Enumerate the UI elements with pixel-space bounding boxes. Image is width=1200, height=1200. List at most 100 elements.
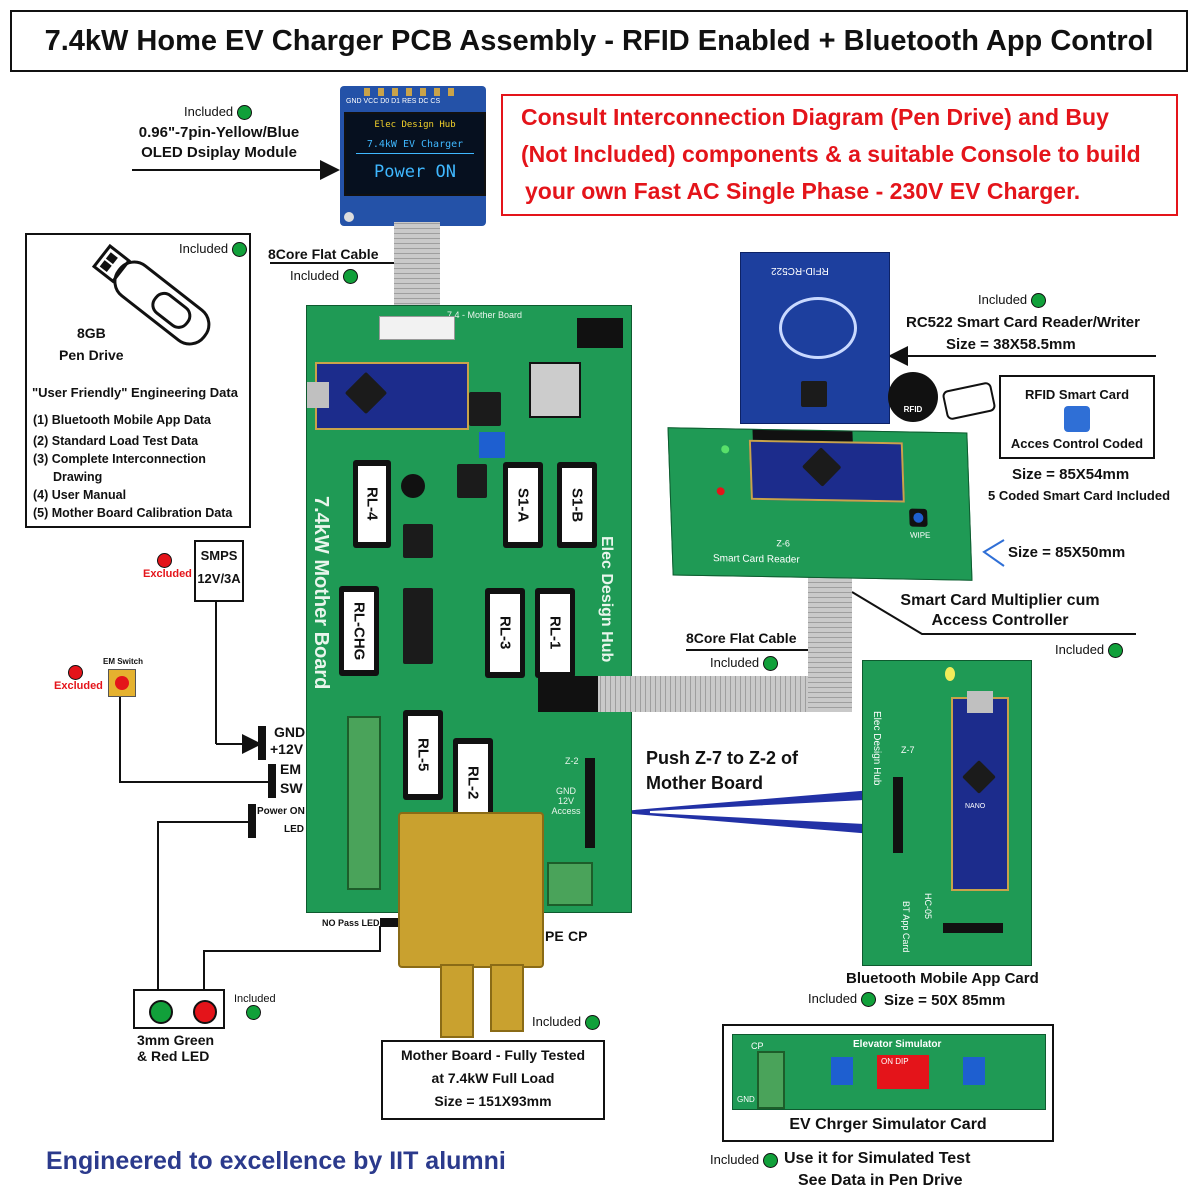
rfid-badge-text: RFID	[903, 405, 923, 414]
relay-label: RL-3	[490, 594, 520, 672]
excluded-dot	[157, 553, 172, 568]
pen-drive-size: 8GB	[77, 325, 106, 341]
excluded-text: Excluded	[143, 568, 192, 580]
smps-box: SMPS 12V/3A	[194, 540, 244, 602]
sw-label: SW	[280, 780, 303, 796]
included-text: Included	[532, 1014, 582, 1029]
rfid-antenna-icon	[779, 297, 857, 359]
smps-rating: 12V/3A	[197, 571, 241, 586]
led-included: Included	[234, 993, 276, 1020]
mb-contactor-lug-2	[490, 964, 524, 1032]
mb-contactor	[398, 812, 544, 968]
pen-drive-item: (4) User Manual	[33, 488, 127, 502]
rfid-card-box: RFID Smart Card Acces Control Coded	[999, 375, 1155, 459]
top-cable-label: 8Core Flat Cable	[268, 246, 378, 262]
included-dot	[343, 269, 359, 285]
top-cable-title: 8Core Flat Cable	[268, 246, 379, 262]
multiplier-header	[752, 429, 853, 442]
power-on-label: Power ON	[257, 806, 305, 817]
multiplier-pcb: WIPE Smart Card Reader Z-6	[667, 427, 973, 581]
oled-label-line2: OLED Dsiplay Module	[141, 144, 297, 161]
mid-cable-label: 8Core Flat Cable	[686, 630, 797, 646]
led-label: LED	[284, 824, 304, 835]
mb-top-silk: 7.4 - Mother Board	[447, 310, 523, 320]
multiplier-label-line1: Smart Card Multiplier cum	[900, 592, 1100, 609]
top-flat-cable	[394, 222, 440, 318]
sim-dip-text: ON DIP	[881, 1057, 909, 1066]
pen-drive-item: (5) Mother Board Calibration Data	[33, 506, 233, 520]
smps-excluded: Excluded	[143, 553, 192, 580]
led-box	[133, 989, 225, 1029]
oled-screen-line2: 7.4kW EV Charger	[366, 139, 464, 150]
mb-relay-rl4: RL-4	[353, 460, 391, 548]
included-dot	[232, 242, 248, 258]
bt-nano-text: NANO	[965, 803, 986, 810]
relay-label: S1-B	[562, 468, 592, 542]
sim-gnd: GND	[737, 1095, 755, 1104]
usb-drive-icon	[91, 243, 211, 346]
mid-cable-plug-1	[538, 676, 598, 712]
oled-label-line1: 0.96"-7pin-Yellow/Blue	[138, 124, 300, 141]
mb-ic-1	[469, 392, 501, 426]
v12-label: +12V	[270, 741, 304, 757]
sim-use: Use it for Simulated Test See Data in Pe…	[784, 1150, 970, 1190]
included-text: Included	[184, 104, 234, 119]
multiplier-wipe: WIPE	[909, 530, 931, 540]
sim-cp: CP	[751, 1041, 764, 1051]
mb-included: Included	[532, 1014, 601, 1031]
gnd-label: GND	[274, 724, 306, 740]
oled-holes	[344, 212, 354, 222]
red-led	[193, 1000, 217, 1024]
oled-screen: Elec Design Hub 7.4kW EV Charger Power O…	[344, 112, 486, 196]
sim-terminal	[757, 1051, 785, 1109]
included-text: Included	[978, 292, 1028, 307]
mb-relay-s1b: S1-B	[557, 462, 597, 548]
pen-drive-item: Drawing	[53, 470, 103, 484]
rfid-card-sub: Acces Control Coded	[1010, 436, 1144, 451]
mid-flat-cable-v	[808, 556, 852, 712]
sim-dip-switch: ON DIP	[877, 1055, 929, 1089]
mb-oled-connector	[379, 316, 455, 340]
push-label-line1: Push Z-7 to Z-2 of	[646, 748, 798, 768]
page-title: 7.4kW Home EV Charger PCB Assembly - RFI…	[44, 24, 1154, 57]
rfid-card-title: RFID Smart Card	[1024, 387, 1130, 402]
relay-label: RL-CHG	[344, 592, 374, 670]
multiplier-silk: Smart Card Reader	[712, 553, 800, 566]
pen-drive-item: (3) Complete Interconnection	[33, 452, 206, 466]
multiplier-label: Smart Card Multiplier cum Access Control…	[890, 592, 1110, 630]
included-dot	[763, 1153, 779, 1169]
title-box: 7.4kW Home EV Charger PCB Assembly - RFI…	[10, 10, 1188, 72]
relay-label: RL-4	[358, 466, 386, 542]
included-dot	[585, 1015, 601, 1031]
included-dot	[861, 992, 877, 1008]
sim-trimpot-2	[963, 1057, 985, 1085]
oled-pin-header	[364, 88, 460, 96]
em-excluded: Excluded	[54, 665, 103, 692]
oled-screen-line3: Power ON	[374, 162, 456, 182]
pen-drive-box: Included 8GB Pen Drive "User Friendly" E…	[25, 233, 251, 528]
included-text: Included	[290, 268, 340, 283]
mb-trimpot-1	[479, 432, 505, 458]
rfid-module: RFID-RC522	[740, 252, 890, 424]
mb-z2-pins: GND 12V Access	[551, 786, 581, 816]
multiplier-led-green	[721, 445, 730, 454]
simulator-pcb: Elevator Simulator CP GND ON DIP	[732, 1034, 1046, 1110]
sim-use-line2: See Data in Pen Drive	[798, 1172, 963, 1189]
pen-drive-item: (2) Standard Load Test Data	[33, 434, 199, 448]
mb-relay-rl5: RL-5	[403, 710, 443, 800]
included-text: Included	[179, 241, 229, 256]
included-text: Included	[808, 991, 858, 1006]
relay-label: RL-2	[458, 744, 488, 822]
rfid-badge-icon: RFID	[888, 372, 938, 422]
included-dot	[237, 105, 253, 121]
oled-label: 0.96"-7pin-Yellow/Blue OLED Dsiplay Modu…	[134, 124, 304, 161]
green-led	[149, 1000, 173, 1024]
excluded-text: Excluded	[54, 680, 103, 692]
mb-relay-rl1: RL-1	[535, 588, 575, 678]
bt-label: Bluetooth Mobile App Card	[846, 970, 1039, 987]
rfid-module-text: RFID-RC522	[771, 265, 829, 276]
footer-tagline: Engineered to excellence by IIT alumni	[46, 1147, 506, 1175]
notice-line-2: (Not Included) components & a suitable C…	[521, 141, 1141, 167]
bt-included: Included	[808, 991, 877, 1008]
bt-hc05-header	[943, 923, 1003, 933]
